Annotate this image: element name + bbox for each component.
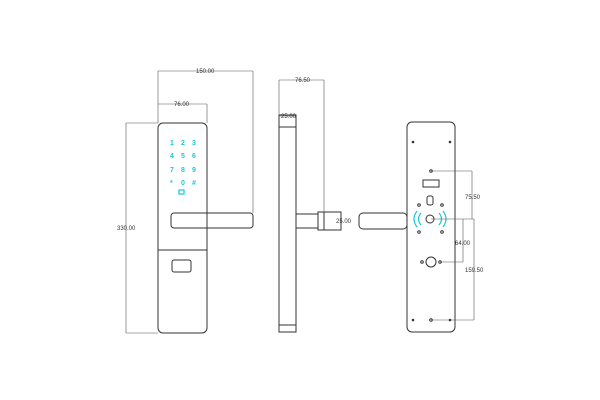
dim-overall-width: 150.00 — [196, 69, 215, 75]
dim-spindle: 25.00 — [336, 219, 352, 225]
keypad-key: 9 — [192, 167, 196, 174]
fingerprint-sensor — [171, 259, 192, 273]
cylinder-hole — [425, 256, 437, 268]
dim-cylinder: 64.00 — [455, 241, 471, 247]
thumb-turn — [426, 195, 434, 206]
side-handle-stub — [323, 211, 342, 231]
side-view: 76.50 25.00 25.00 — [278, 78, 352, 333]
dim-depth: 76.50 — [295, 78, 311, 84]
keypad-key: * — [170, 180, 173, 187]
side-plate — [278, 114, 297, 333]
keypad-key: 6 — [192, 153, 196, 160]
dim-lower-hole: 159.50 — [465, 268, 484, 274]
dim-plate-thickness: 25.00 — [281, 114, 297, 120]
keypad-key: 4 — [170, 153, 174, 160]
keypad-key: 2 — [181, 140, 185, 147]
back-handle — [358, 212, 408, 230]
side-spindle — [295, 213, 319, 229]
dim-height: 330.00 — [117, 226, 136, 232]
keypad-key: 0 — [181, 180, 185, 187]
card-reader-icon — [178, 189, 185, 195]
back-view: 75.50 64.00 159.50 — [358, 121, 484, 333]
keypad-key: 5 — [181, 153, 185, 160]
front-handle — [170, 212, 254, 229]
battery-slot — [422, 179, 440, 188]
dim-upper-hole: 75.50 — [465, 195, 481, 201]
keypad-key: 7 — [170, 167, 174, 174]
keypad-key: 3 — [192, 140, 196, 147]
dim-plate-width: 76.00 — [174, 102, 190, 108]
keypad-key: 1 — [170, 140, 174, 147]
back-plate — [406, 121, 456, 333]
keypad-key: # — [192, 180, 196, 187]
keypad-key: 8 — [181, 167, 185, 174]
